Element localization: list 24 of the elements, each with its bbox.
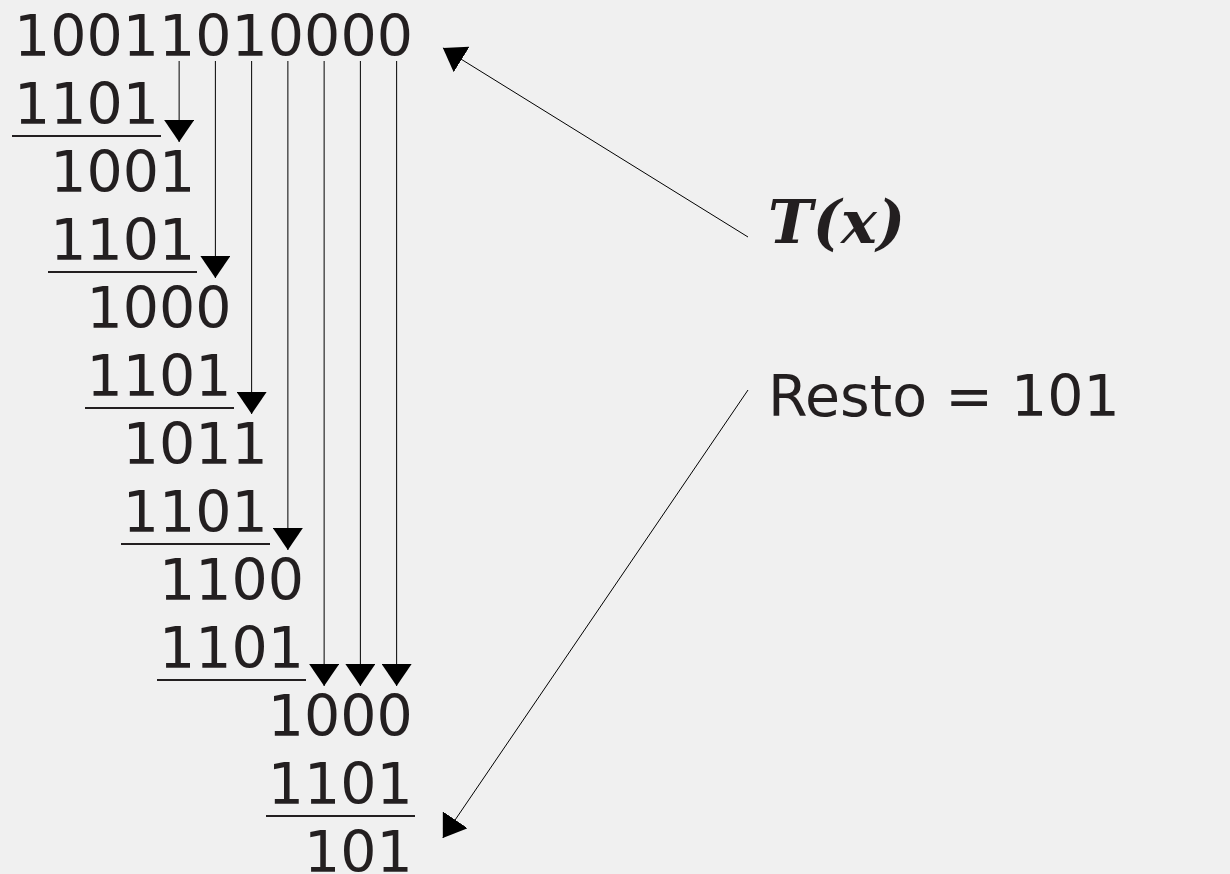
polynomial-label: T(x)	[768, 192, 906, 252]
binary-number: 1011	[122, 416, 268, 473]
underlined-binary-number: 1101	[120, 484, 270, 545]
underlined-binary-number: 1101	[157, 620, 307, 681]
arrow	[200, 60, 231, 279]
underlined-binary-number: 1101	[84, 348, 234, 409]
binary-number: 1000	[267, 688, 413, 745]
underlined-binary-number: 1101	[48, 212, 198, 273]
underlined-binary-number: 1101	[12, 76, 162, 137]
arrow	[442, 46, 749, 238]
binary-number: 10011010000	[14, 8, 413, 65]
binary-number: 101	[304, 824, 413, 874]
underlined-binary-number: 1101	[265, 756, 415, 817]
remainder-label: Resto = 101	[768, 368, 1120, 425]
arrow	[381, 60, 412, 687]
binary-number: 1000	[86, 280, 232, 337]
arrow	[345, 60, 376, 687]
binary-number: 1100	[159, 552, 305, 609]
arrow	[164, 60, 195, 143]
arrow	[309, 60, 340, 687]
arrow	[442, 389, 749, 839]
arrow	[236, 60, 267, 415]
binary-number: 1001	[50, 144, 196, 201]
arrow	[272, 60, 303, 551]
